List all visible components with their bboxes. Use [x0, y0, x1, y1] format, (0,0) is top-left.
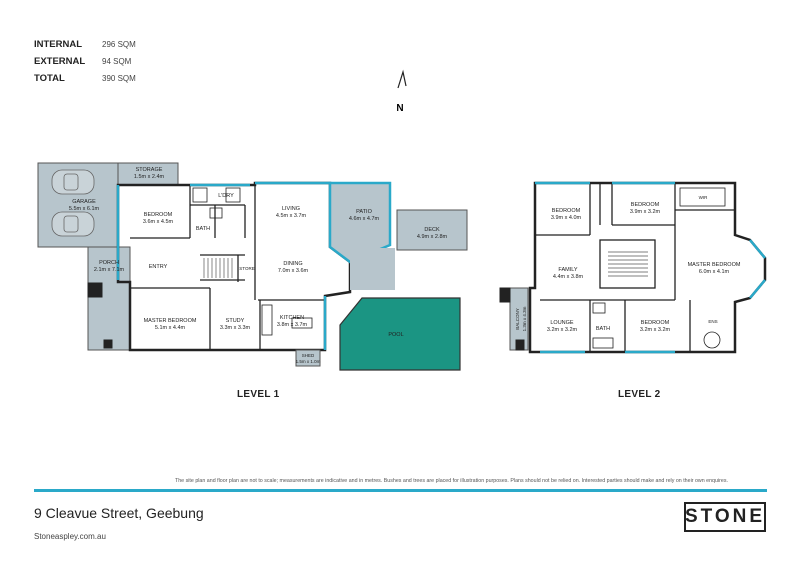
room-name: ENTRY [149, 264, 168, 270]
room-dim: 3.9m x 4.0m [551, 215, 582, 221]
room-name: L'DRY [218, 193, 234, 199]
room-name: BALCONY [515, 308, 520, 330]
level-1-labels: STORAGE 1.5m x 2.4m GARAGE 5.5m x 6.1m L… [69, 167, 448, 364]
room-name: BEDROOM [144, 212, 173, 218]
compass-label: N [396, 103, 403, 114]
room-name: BEDROOM [552, 208, 581, 214]
deck-area [396, 209, 468, 251]
stat-total: TOTAL 390 SQM [34, 70, 136, 87]
room-dim: 3.9m x 3.2m [630, 209, 661, 215]
room-name: BATH [196, 226, 210, 232]
pool-area [339, 297, 461, 371]
room-name: BATH [596, 326, 610, 332]
room-name: MASTER BEDROOM [144, 318, 197, 324]
room-dim: 3.2m x 3.2m [640, 327, 671, 333]
stairs-icon [608, 251, 648, 277]
room-name: PORCH [99, 260, 119, 266]
stone-logo: STONE [684, 502, 766, 532]
room-dim: 3.6m x 4.5m [143, 219, 174, 225]
stat-label: INTERNAL [34, 39, 83, 50]
room-name: STORE [239, 266, 254, 271]
property-address: 9 Cleavue Street, Geebung [34, 505, 204, 521]
room-dim: 3.3m x 3.3m [220, 325, 251, 331]
disclaimer: The site plan and floor plan are not to … [175, 478, 728, 484]
room-dim: 1.5m x 1.0m [296, 359, 321, 364]
north-arrow-icon: N [396, 69, 407, 114]
stairs-icon [203, 258, 233, 278]
stairwell [599, 239, 656, 289]
fixture [225, 187, 241, 203]
divider [34, 489, 767, 492]
stat-value: 94 SQM [102, 57, 132, 66]
deck-area [350, 248, 395, 290]
pillar [87, 282, 103, 298]
room-name: DECK [424, 227, 440, 233]
fixture [192, 187, 208, 203]
kitchen-island [291, 317, 313, 329]
website-link[interactable]: Stoneaspley.com.au [34, 532, 106, 541]
stat-value: 390 SQM [102, 74, 136, 83]
pillar [515, 339, 525, 351]
room-dim: 3.2m x 3.2m [547, 327, 578, 333]
wardrobe [679, 187, 726, 207]
level-2-plan [499, 181, 767, 354]
bathtub [592, 337, 614, 349]
room-name: ENS [708, 319, 717, 324]
room-name: MASTER BEDROOM [688, 262, 741, 268]
room-dim: 5.5m x 6.1m [69, 206, 100, 212]
kitchen-bench [261, 304, 273, 336]
room-dim: 4.5m x 3.7m [276, 213, 307, 219]
shed-area [295, 349, 321, 367]
level-2-title: LEVEL 2 [618, 389, 661, 400]
room-dim: 4.4m x 3.8m [553, 274, 584, 280]
room-name: SHED [302, 353, 315, 358]
stat-internal: INTERNAL 296 SQM [34, 36, 136, 53]
level-1-plan [37, 162, 468, 371]
stat-label: TOTAL [34, 73, 65, 84]
level-2-labels: BEDROOM 3.9m x 4.0m BEDROOM 3.9m x 3.2m … [515, 195, 741, 333]
stat-external: EXTERNAL 94 SQM [34, 53, 136, 70]
car-icon [51, 169, 95, 237]
stat-value: 296 SQM [102, 40, 136, 49]
room-name: BEDROOM [641, 320, 670, 326]
pillar [499, 287, 511, 303]
room-name: GARAGE [72, 199, 96, 205]
room-name: DINING [283, 261, 302, 267]
room-dim: 2.1m x 7.1m [94, 267, 125, 273]
room-name: LOUNGE [550, 320, 574, 326]
room-name: POOL [388, 332, 403, 338]
room-name: LIVING [282, 206, 300, 212]
room-dim: 3.8m x 3.7m [277, 322, 308, 328]
level-1-title: LEVEL 1 [237, 389, 280, 400]
room-name: STUDY [226, 318, 245, 324]
room-dim: 4.9m x 2.8m [417, 234, 448, 240]
room-dim: 1.3m x 4.3m [522, 306, 527, 331]
room-dim: 7.0m x 3.6m [278, 268, 309, 274]
room-dim: 5.1m x 4.4m [155, 325, 186, 331]
room-name: FAMILY [558, 267, 577, 273]
room-name: PATIO [356, 209, 372, 215]
spa-bath [703, 331, 721, 349]
room-dim: 4.6m x 4.7m [349, 216, 380, 222]
room-dim: 6.0m x 4.1m [699, 269, 730, 275]
porch-area [87, 246, 131, 351]
room-name: BEDROOM [631, 202, 660, 208]
room-dim: 1.5m x 2.4m [134, 174, 165, 180]
room-name: WIR [699, 195, 708, 200]
pillar [103, 339, 113, 349]
stat-label: EXTERNAL [34, 56, 86, 67]
fixture [209, 207, 223, 219]
area-summary: INTERNAL 296 SQM EXTERNAL 94 SQM TOTAL 3… [34, 36, 136, 87]
room-name: KITCHEN [280, 315, 304, 321]
room-name: STORAGE [136, 167, 163, 173]
fixture [592, 302, 606, 314]
